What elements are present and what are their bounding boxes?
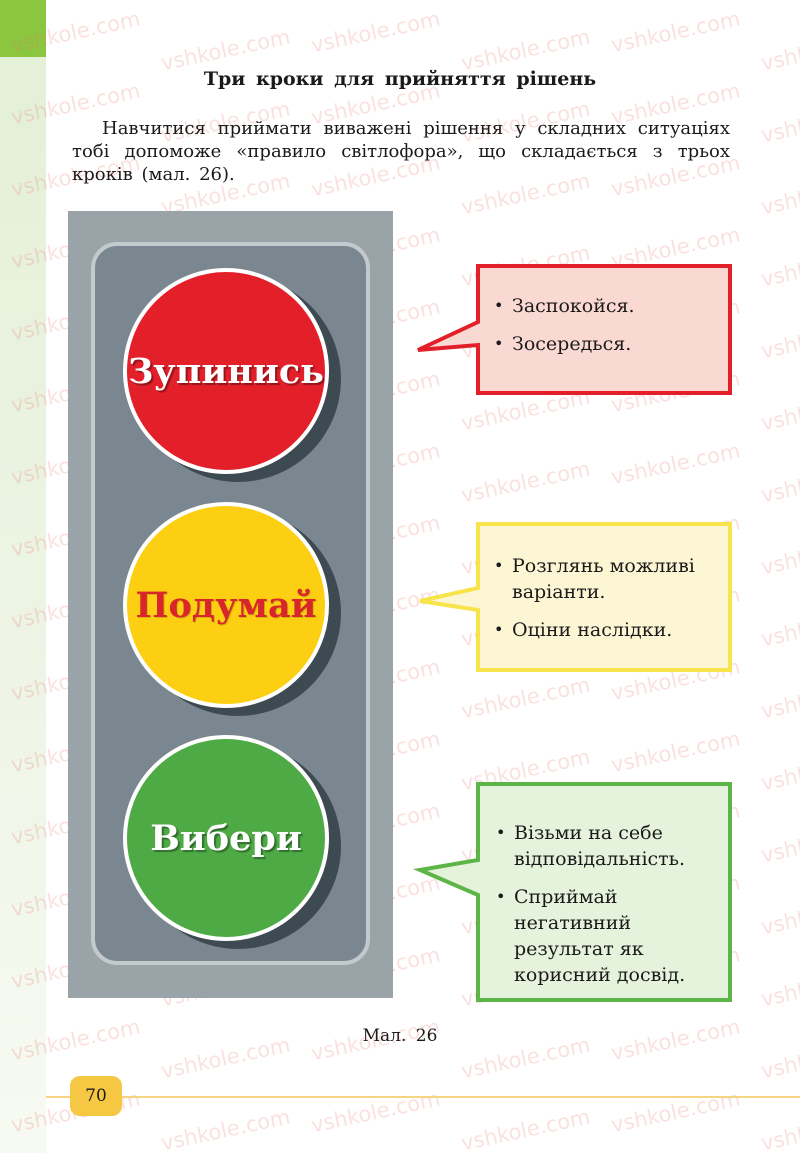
callout-red-text: Заспокойся. Зосередься. [490, 293, 720, 369]
red-light: Зупинись [123, 268, 329, 474]
left-margin-strip [0, 0, 46, 1153]
callout-green-text: Візьми на себе відповідальність. Сприйма… [492, 820, 722, 1000]
figure-caption: Мал. 26 [362, 1026, 438, 1046]
footer-divider [46, 1096, 800, 1098]
green-light-label: Вибери [150, 817, 302, 859]
left-margin-accent [0, 0, 46, 57]
page-number: 70 [85, 1086, 107, 1106]
callout-yellow-text: Розглянь можливі варіанти. Оціни наслідк… [490, 553, 722, 655]
yellow-light: Подумай [123, 502, 329, 708]
page-number-badge: 70 [70, 1076, 122, 1116]
intro-paragraph: Навчитися приймати виважені рішення у ск… [72, 118, 730, 185]
list-item: Оціни наслідки. [490, 617, 722, 643]
yellow-light-label: Подумай [135, 584, 317, 626]
list-item: Візьми на себе відповідальність. [492, 820, 722, 872]
list-item: Заспокойся. [490, 293, 720, 319]
list-item: Сприймай негативний результат як корисни… [492, 884, 722, 988]
red-light-label: Зупинись [128, 350, 324, 392]
section-title: Три кроки для прийняття рішень [203, 68, 597, 90]
green-light: Вибери [123, 735, 329, 941]
list-item: Розглянь можливі варіанти. [490, 553, 722, 605]
list-item: Зосередься. [490, 331, 720, 357]
